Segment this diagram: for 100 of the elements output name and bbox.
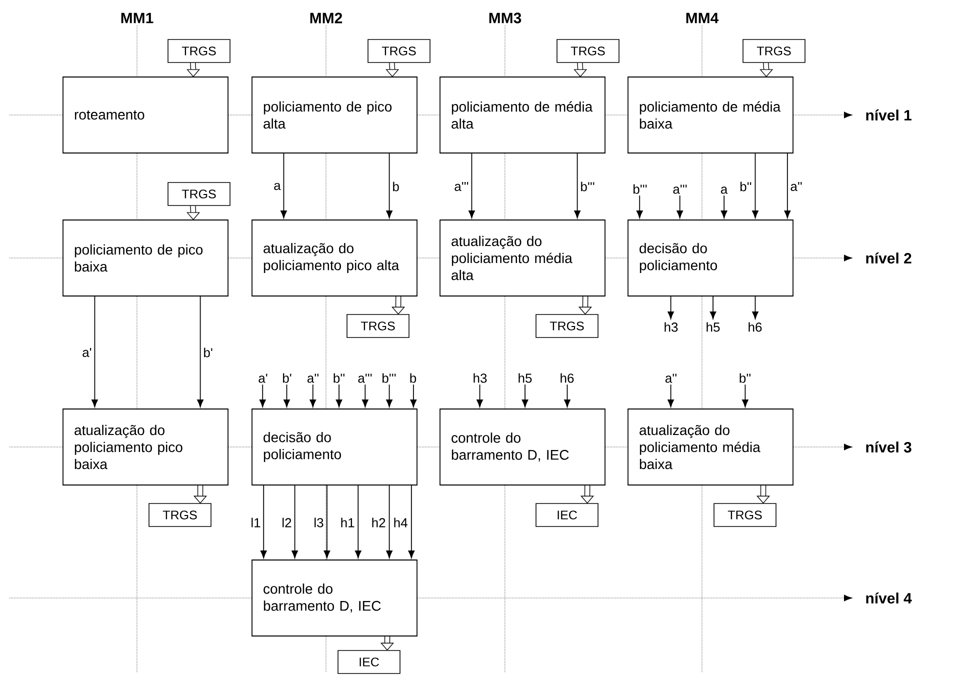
connector-line xyxy=(228,446,252,448)
process-box: controle do barramento D, IEC xyxy=(252,560,418,636)
arrow xyxy=(354,485,362,558)
arrow xyxy=(752,296,758,320)
hollow-arrow xyxy=(578,296,592,315)
edge-label: h3 xyxy=(662,321,680,333)
edge-label: b' xyxy=(281,372,293,384)
process-box: atualização do policiamento pico alta xyxy=(252,220,418,296)
edge-label: a'' xyxy=(789,180,804,192)
arrow xyxy=(676,195,683,218)
tag-box: IEC xyxy=(536,503,598,527)
connector-line xyxy=(136,296,138,409)
level-label: nível 1 xyxy=(866,109,912,121)
edge-label: l2 xyxy=(280,516,293,528)
edge-label: b' xyxy=(202,346,214,358)
edge-label: a xyxy=(272,182,282,192)
connector-line xyxy=(136,153,138,220)
edge-label: a' xyxy=(257,372,269,384)
edge-label: h6 xyxy=(558,372,576,384)
edge-label: b'' xyxy=(332,372,346,384)
connector-line xyxy=(136,25,138,77)
hollow-arrow xyxy=(580,485,594,504)
tag-box: TRGS xyxy=(536,314,598,338)
arrow xyxy=(668,296,674,320)
arrow xyxy=(720,195,728,218)
arrow xyxy=(522,384,528,408)
arrow xyxy=(386,153,392,218)
arrow xyxy=(92,296,98,408)
tag-box: IEC xyxy=(338,650,400,674)
tag-box: TRGS xyxy=(742,39,806,63)
arrow xyxy=(284,384,290,408)
level-label: nível 4 xyxy=(866,592,912,604)
process-box: policiamento de pico alta xyxy=(252,76,418,154)
edge-label: a''' xyxy=(672,184,688,195)
arrow xyxy=(408,485,415,558)
column-label: MM2 xyxy=(310,12,342,24)
connector-line xyxy=(417,446,440,448)
arrow xyxy=(336,384,342,408)
edge-label: h1 xyxy=(339,516,356,528)
edge-label: a xyxy=(719,186,729,195)
arrow xyxy=(362,384,368,408)
hollow-arrow xyxy=(386,62,399,78)
process-box: atualização do policiamento pico baixa xyxy=(62,408,228,486)
hollow-arrow xyxy=(380,636,394,651)
level-label: nível 2 xyxy=(866,252,912,264)
hollow-arrow xyxy=(760,62,773,78)
arrow xyxy=(793,112,852,118)
connector-line xyxy=(504,485,506,673)
arrow xyxy=(259,384,266,408)
arrow xyxy=(710,296,716,320)
tag-box: TRGS xyxy=(168,182,230,206)
tag-box: TRGS xyxy=(346,314,410,338)
tag-box: TRGS xyxy=(368,39,430,63)
process-box: policiamento de pico baixa xyxy=(62,220,228,296)
arrow xyxy=(476,384,483,408)
arrow xyxy=(752,153,758,218)
edge-label: h2 xyxy=(370,516,387,528)
process-box: controle do barramento D, IEC xyxy=(440,408,606,486)
edge-label: l3 xyxy=(312,516,325,528)
edge-label: a'' xyxy=(664,372,678,384)
column-label: MM3 xyxy=(489,12,522,24)
edge-label: h5 xyxy=(704,321,722,333)
edge-label: b''' xyxy=(579,180,596,192)
hollow-arrow xyxy=(186,206,200,220)
arrow xyxy=(636,195,643,218)
column-label: MM1 xyxy=(121,12,154,24)
arrow xyxy=(260,485,267,558)
connector-line xyxy=(605,446,628,448)
hollow-arrow xyxy=(574,62,587,78)
arrow xyxy=(668,384,674,408)
edge-label: b''' xyxy=(632,183,648,195)
connector-line xyxy=(504,25,506,77)
edge-label: a''' xyxy=(453,180,470,192)
edge-label: b''' xyxy=(380,372,398,384)
tag-box: TRGS xyxy=(148,503,212,527)
edge-label: b'' xyxy=(738,372,752,384)
edge-label: b'' xyxy=(738,180,753,192)
arrow xyxy=(564,384,570,408)
process-box: atualização do policiamento média alta xyxy=(440,220,606,296)
arrow xyxy=(197,296,204,408)
edge-label: a''' xyxy=(356,372,374,384)
connector-line xyxy=(504,153,506,220)
connector-line xyxy=(417,114,440,116)
process-box: policiamento de média baixa xyxy=(628,76,794,154)
arrow xyxy=(417,594,852,602)
arrow xyxy=(386,384,392,408)
arrow xyxy=(793,254,852,262)
edge-label: b xyxy=(408,372,418,384)
connector-line xyxy=(9,446,63,448)
process-box: decisão do policiamento xyxy=(252,408,418,486)
level-label: nível 3 xyxy=(866,441,912,453)
edge-label: b xyxy=(391,180,400,192)
process-box: policiamento de média alta xyxy=(440,76,606,154)
process-box: atualização do policiamento média baixa xyxy=(628,408,794,486)
arrow xyxy=(386,485,392,558)
arrow xyxy=(574,153,580,218)
process-box: roteamento xyxy=(62,76,228,154)
hollow-arrow xyxy=(756,485,770,504)
arrow xyxy=(280,153,287,218)
tag-box: TRGS xyxy=(714,503,776,527)
